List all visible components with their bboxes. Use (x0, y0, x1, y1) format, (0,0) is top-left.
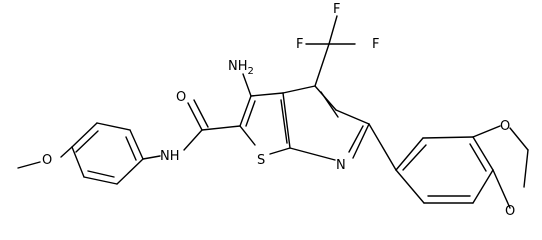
label-fluorine-top: F (333, 2, 340, 17)
bond-oxygen-aryl (60, 146, 73, 158)
label-amino: NH2 (228, 59, 254, 77)
pyridine-ring (280, 85, 370, 161)
methoxyphenyl-ring (71, 122, 144, 185)
bond-c-f-top (328, 15, 338, 45)
label-fluorine-left: F (296, 37, 303, 52)
bond-nh-carbonyl (183, 129, 203, 151)
bonds (17, 15, 529, 209)
bond-carbonyl-o-1 (187, 102, 203, 131)
bond-carbonyl-thiophene (201, 125, 241, 131)
bond-methyl-oxygen (17, 161, 41, 169)
bond-ring-cf3 (314, 43, 330, 87)
label-methoxy-oxygen: O (42, 153, 52, 168)
label-amide-nh: NH (160, 149, 180, 164)
label-pyridine-nitrogen: N (336, 158, 346, 173)
atom-labels: NH2 O NH S N O F F F O O (42, 2, 515, 219)
label-fluorine-right: F (372, 37, 379, 52)
benzodioxole-benzene-ring (395, 136, 494, 204)
bond-carbonyl-o-2 (193, 99, 209, 128)
label-dioxole-oxygen-bottom: O (505, 204, 515, 219)
molecule-structure-drawing: NH2 O NH S N O F F F O O (17, 2, 529, 219)
thiophene-ring (239, 92, 291, 155)
bond-aryl-nh (142, 155, 161, 160)
bond-c3-amino (242, 73, 252, 97)
label-thiophene-sulfur: S (257, 153, 265, 168)
bond-pyridine-aryl (368, 123, 397, 171)
dioxole-ring (472, 125, 529, 209)
label-carbonyl-oxygen: O (176, 90, 186, 105)
label-dioxole-oxygen-top: O (500, 119, 510, 134)
